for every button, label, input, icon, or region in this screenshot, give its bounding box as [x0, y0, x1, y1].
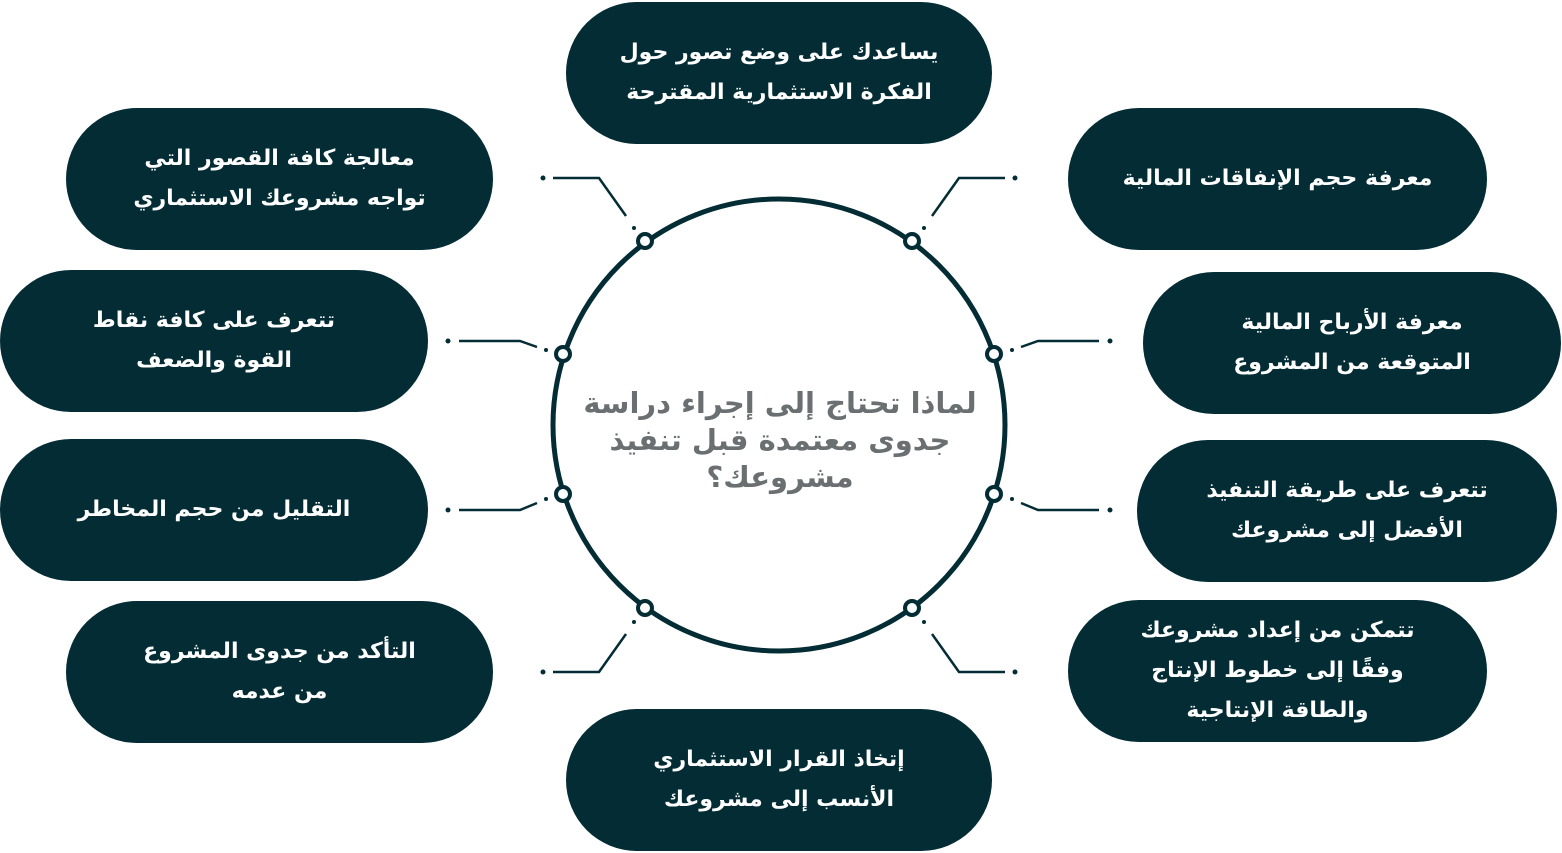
connector-left-1 — [540, 175, 654, 250]
node-right-4: تتمكن من إعداد مشروعك وفقًا إلى خطوط الإ… — [1068, 600, 1487, 742]
node-right-3: تتعرف على طريقة التنفيذ الأفضل إلى مشروع… — [1137, 440, 1557, 582]
central-question: لماذا تحتاج إلى إجراء دراسة جدوى معتمدة … — [583, 386, 977, 494]
node-right-3-text: تتعرف على طريقة التنفيذ الأفضل إلى مشروع… — [1206, 478, 1488, 543]
node-right-4-text: تتمكن من إعداد مشروعك وفقًا إلى خطوط الإ… — [1140, 618, 1415, 723]
connector-right-1 — [903, 175, 1018, 250]
node-bottom: إتخاذ القرار الاستثماري الأنسب إلى مشروع… — [566, 709, 992, 851]
connector-right-2 — [985, 338, 1113, 363]
connector-left-2 — [445, 338, 572, 363]
node-left-1: معالجة كافة القصور التي تواجه مشروعك الا… — [66, 108, 493, 250]
node-left-1-text: معالجة كافة القصور التي تواجه مشروعك الا… — [133, 146, 426, 211]
node-left-4: التأكد من جدوى المشروع من عدمه — [66, 601, 493, 743]
node-top-text: يساعدك على وضع تصور حول الفكرة الاستثمار… — [619, 40, 939, 105]
node-left-3: التقليل من حجم المخاطر — [0, 439, 428, 581]
node-top: يساعدك على وضع تصور حول الفكرة الاستثمار… — [566, 2, 992, 144]
central-ring — [550, 196, 1008, 654]
node-left-4-text: التأكد من جدوى المشروع من عدمه — [143, 639, 416, 704]
node-left-2: تتعرف على كافة نقاط القوة والضعف — [0, 270, 428, 412]
node-right-1-text: معرفة حجم الإنفاقات المالية — [1122, 166, 1433, 191]
connector-left-3 — [445, 485, 572, 513]
node-left-2-text: تتعرف على كافة نقاط القوة والضعف — [92, 308, 336, 373]
node-right-2: معرفة الأرباح المالية المتوقعة من المشرو… — [1143, 272, 1561, 414]
connector-left-4 — [540, 599, 654, 675]
connector-right-3 — [985, 485, 1113, 513]
node-bottom-text: إتخاذ القرار الاستثماري الأنسب إلى مشروع… — [653, 747, 905, 812]
connector-right-4 — [903, 599, 1018, 675]
node-right-2-text: معرفة الأرباح المالية المتوقعة من المشرو… — [1233, 310, 1471, 375]
node-left-3-text: التقليل من حجم المخاطر — [77, 497, 351, 522]
node-right-1: معرفة حجم الإنفاقات المالية — [1068, 108, 1487, 250]
